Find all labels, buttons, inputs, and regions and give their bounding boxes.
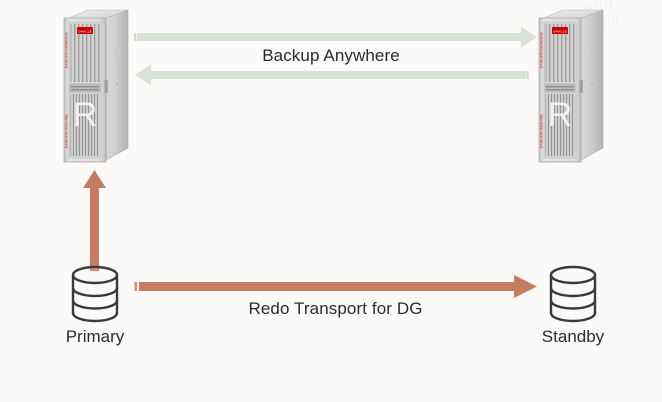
rack-badge-letter: R — [73, 96, 98, 134]
rack-side-text-upper: EXADATA DATABASE — [65, 31, 69, 68]
rack-side-panel — [105, 9, 129, 161]
svg-text:ORACLE: ORACLE — [553, 29, 567, 33]
rack-side-panel — [580, 9, 604, 161]
backup-arrow-label: Backup Anywhere — [262, 46, 400, 65]
ingest-arrow-upward — [83, 170, 106, 272]
server-rack-standby[interactable]: ORACLE EXADATA DATABASE EXADATA MACHINE … — [533, 8, 611, 168]
rack-side-text-lower: EXADATA MACHINE — [540, 113, 544, 148]
rack-side-text-lower: EXADATA MACHINE — [65, 113, 69, 148]
rack-divider-shelf — [69, 83, 101, 93]
database-icon-primary[interactable] — [67, 263, 123, 325]
rack-vent-lower — [545, 94, 575, 156]
rack-side-text-upper: EXADATA DATABASE — [540, 31, 544, 68]
database-label-standby: Standby — [541, 327, 605, 346]
rack-door-handle — [579, 80, 583, 93]
oracle-logo-badge — [552, 27, 568, 34]
server-rack-primary[interactable]: ORACLE EXADATA DATABASE EXADATA MACHINE … — [58, 8, 136, 168]
backup-arrow-rightward — [134, 26, 537, 48]
redo-arrow-label: Redo Transport for DG — [248, 299, 423, 318]
oracle-logo-badge — [77, 27, 93, 34]
backup-arrow-leftward — [135, 64, 529, 86]
rack-badge-letter: R — [548, 96, 573, 134]
database-icon-standby[interactable] — [545, 263, 601, 325]
redo-transport-arrow — [134, 275, 537, 298]
rack-divider-shelf — [544, 83, 576, 93]
rack-vent-lower — [70, 94, 100, 156]
svg-text:ORACLE: ORACLE — [78, 29, 92, 33]
rack-door-handle — [104, 80, 108, 93]
database-label-primary: Primary — [65, 327, 125, 346]
